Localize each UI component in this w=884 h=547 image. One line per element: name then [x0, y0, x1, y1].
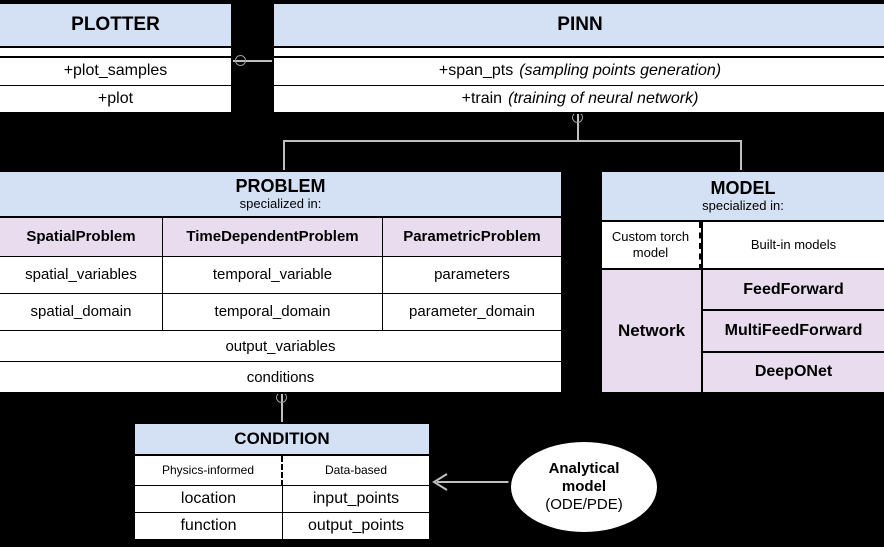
condition-subheader-row: Physics-informed Data-based — [135, 456, 429, 486]
connector-plotter-pinn — [233, 60, 273, 62]
pinn-method-train[interactable]: +train (training of neural network) — [274, 85, 884, 112]
analytical-model-line3: (ODE/PDE) — [545, 495, 623, 513]
model-builtin-header: Built-in models — [703, 222, 884, 270]
model-subtitle: specialized in: — [702, 197, 784, 213]
connector-branch-problem — [283, 140, 285, 171]
connector-tree-bar — [283, 140, 742, 142]
model-header: MODEL specialized in: — [602, 172, 884, 222]
pinn-spacer — [274, 48, 884, 58]
model-network-item[interactable]: Network — [602, 270, 701, 392]
model-title: MODEL — [710, 178, 776, 199]
problem-subclass-timedependent[interactable]: TimeDependentProblem — [163, 218, 383, 257]
problem-attr-output-variables: output_variables — [0, 331, 561, 362]
condition-attr-input-points: input_points — [283, 486, 429, 513]
analytical-model-line1: Analytical — [548, 460, 620, 478]
class-box-plotter[interactable]: PLOTTER +plot_samples +plot — [0, 2, 233, 114]
pinn-method-train-name: +train — [461, 89, 503, 107]
problem-attr-spatial-domain: spatial_domain — [0, 294, 163, 331]
plotter-method-plot-samples[interactable]: +plot_samples — [0, 58, 231, 86]
analytical-model-ellipse[interactable]: Analytical model (ODE/PDE) — [508, 439, 660, 535]
condition-col-physics-informed[interactable]: Physics-informed — [135, 456, 283, 486]
model-builtin-column: Built-in models FeedForward MultiFeedFor… — [703, 222, 884, 392]
model-item-deeponet[interactable]: DeepONet — [703, 352, 884, 392]
condition-title: CONDITION — [135, 424, 429, 456]
problem-attr-spatial-variables: spatial_variables — [0, 257, 163, 294]
class-box-condition[interactable]: CONDITION Physics-informed Data-based lo… — [133, 422, 431, 542]
model-custom-header: Custom torch model — [602, 222, 701, 270]
class-box-problem[interactable]: PROBLEM specialized in: SpatialProblem T… — [0, 170, 563, 394]
class-box-pinn[interactable]: PINN +span_pts (sampling points generati… — [272, 2, 884, 114]
problem-title: PROBLEM — [235, 176, 326, 197]
connector-branch-model — [740, 140, 742, 171]
connector-problem-condition — [281, 394, 283, 423]
condition-attr-output-points: output_points — [283, 513, 429, 540]
model-item-multifeedforward[interactable]: MultiFeedForward — [703, 311, 884, 353]
problem-attr-row-2: spatial_domain temporal_domain parameter… — [0, 294, 561, 331]
problem-attr-parameters: parameters — [383, 257, 561, 294]
pinn-method-span-pts-note: (sampling points generation) — [519, 62, 722, 80]
plotter-method-plot[interactable]: +plot — [0, 85, 231, 112]
problem-attr-row-1: spatial_variables temporal_variable para… — [0, 257, 561, 294]
condition-row-2: function output_points — [135, 513, 429, 540]
plotter-title: PLOTTER — [0, 4, 231, 48]
connector-analytical-shaft — [437, 481, 509, 483]
problem-subtitle: specialized in: — [239, 195, 322, 211]
problem-subclass-parametric[interactable]: ParametricProblem — [383, 218, 561, 257]
condition-row-1: location input_points — [135, 486, 429, 513]
pinn-title: PINN — [274, 4, 884, 48]
class-box-model[interactable]: MODEL specialized in: Custom torch model… — [600, 170, 884, 394]
connector-pinn-down — [577, 114, 579, 141]
analytical-model-line2: model — [561, 478, 607, 496]
condition-attr-location: location — [135, 486, 283, 513]
plotter-spacer — [0, 48, 231, 58]
condition-col-data-based[interactable]: Data-based — [283, 456, 429, 486]
model-item-feedforward[interactable]: FeedForward — [703, 270, 884, 312]
pinn-method-train-note: (training of neural network) — [508, 89, 699, 107]
problem-header: PROBLEM specialized in: — [0, 172, 561, 218]
problem-attr-temporal-variable: temporal_variable — [163, 257, 383, 294]
model-columns: Custom torch model Network Built-in mode… — [602, 222, 884, 392]
problem-subclass-header-row: SpatialProblem TimeDependentProblem Para… — [0, 218, 561, 257]
pinn-method-span-pts[interactable]: +span_pts (sampling points generation) — [274, 58, 884, 86]
problem-attr-conditions: conditions — [0, 362, 561, 392]
connector-node-plotter — [235, 55, 246, 66]
problem-subclass-spatial[interactable]: SpatialProblem — [0, 218, 163, 257]
condition-attr-function: function — [135, 513, 283, 540]
model-custom-column: Custom torch model Network — [602, 222, 703, 392]
problem-attr-temporal-domain: temporal_domain — [163, 294, 383, 331]
problem-attr-parameter-domain: parameter_domain — [383, 294, 561, 331]
pinn-method-span-pts-name: +span_pts — [438, 62, 514, 80]
